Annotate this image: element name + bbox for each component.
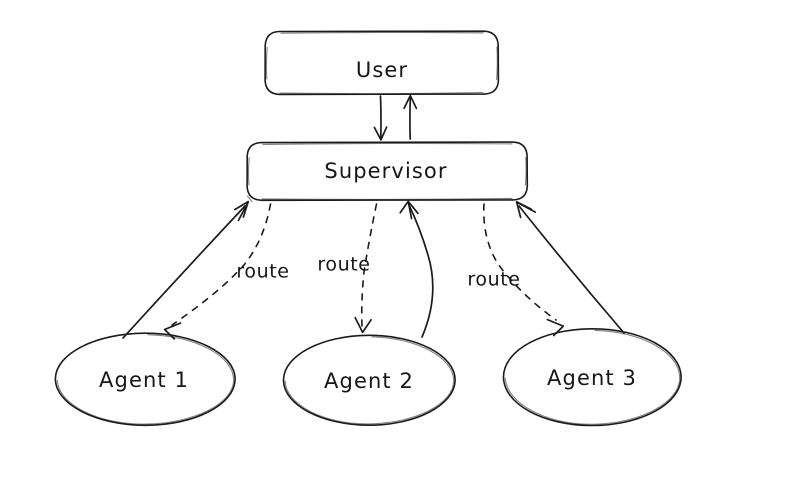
supervisor-box-outline: [246, 141, 529, 202]
agent-1-label: Agent 1: [99, 368, 189, 392]
edge-supervisor-to-agent-2-line: [360, 203, 378, 327]
edge-agent-1-to-supervisor-line: [122, 205, 246, 339]
edge-supervisor-to-agent-3-line: [482, 203, 557, 321]
edge-supervisor-to-agent-3-arrowhead: [546, 318, 565, 337]
edge-label-route-3: route: [467, 269, 520, 291]
edge-agent-3-to-supervisor-line: [518, 205, 625, 334]
supervisor-box-sketch-overlay: [246, 142, 527, 203]
edge-supervisor-to-user: [403, 94, 418, 140]
edge-supervisor-to-agent-1-arrowhead: [163, 322, 182, 340]
agent-3-label: Agent 3: [547, 366, 637, 390]
edge-agent-1-to-supervisor: [122, 200, 250, 339]
edge-user-to-supervisor-arrowhead: [373, 126, 388, 141]
user-box-sketch-overlay: [265, 31, 498, 95]
edge-supervisor-to-agent-2-arrowhead: [354, 316, 372, 334]
agent-3-ellipse-outline: [502, 327, 682, 427]
agent-3-ellipse-sketch-overlay: [504, 329, 681, 425]
node-agent-2[interactable]: Agent 2: [282, 334, 456, 427]
edge-agent-1-to-supervisor-arrowhead-extra: [237, 201, 249, 222]
edge-agent-2-to-supervisor: [399, 200, 434, 338]
edge-supervisor-to-agent-1: [163, 203, 272, 340]
supervisor-label: Supervisor: [324, 159, 447, 183]
edge-supervisor-to-agent-3: [482, 203, 565, 337]
node-agent-3[interactable]: Agent 3: [502, 327, 682, 427]
node-agent-1[interactable]: Agent 1: [54, 332, 236, 427]
edge-agent-3-to-supervisor-arrowhead-extra: [516, 201, 537, 213]
node-user[interactable]: User: [264, 30, 500, 96]
edge-label-route-2: route: [317, 254, 370, 276]
agent-2-ellipse-outline: [282, 334, 456, 427]
agent-1-ellipse-outline: [54, 332, 236, 427]
node-supervisor[interactable]: Supervisor: [246, 141, 529, 203]
user-label: User: [356, 58, 408, 82]
edge-agent-3-to-supervisor: [515, 200, 625, 334]
edge-supervisor-to-agent-2: [354, 203, 378, 334]
edge-user-to-supervisor: [373, 95, 388, 141]
edge-supervisor-to-agent-1-line: [171, 203, 272, 326]
user-box-outline: [264, 30, 500, 96]
agent-1-ellipse-sketch-overlay: [56, 334, 235, 425]
agent-2-label: Agent 2: [324, 369, 414, 393]
edge-agent-2-to-supervisor-line: [408, 204, 434, 338]
agent-2-ellipse-sketch-overlay: [284, 336, 455, 425]
edge-label-route-1: route: [236, 261, 289, 283]
edge-agent-2-to-supervisor-arrowhead-extra: [407, 201, 413, 220]
edge-supervisor-to-user-arrowhead: [403, 94, 418, 110]
